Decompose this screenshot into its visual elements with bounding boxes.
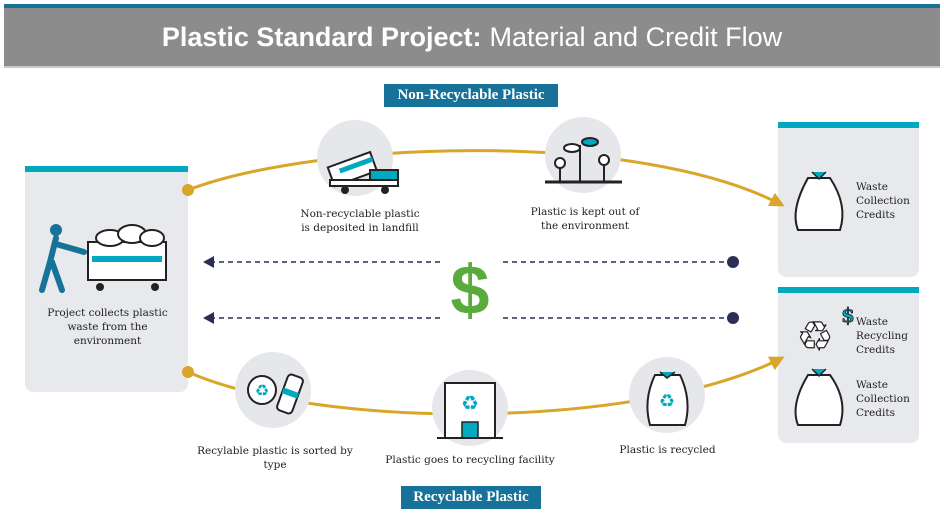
recycle-credits-icon: ♻ $	[796, 303, 855, 361]
waste-bag-icon-bottom	[794, 368, 844, 426]
credit-arrow-bottom	[203, 312, 739, 324]
recycled-bag-icon: ♻	[629, 357, 705, 433]
credit-recycling: Waste Recycling Credits	[856, 316, 909, 356]
recycling-facility-icon: ♻	[432, 370, 508, 446]
svg-text:♻: ♻	[255, 381, 269, 400]
person-cart-icon	[39, 224, 167, 293]
waste-bag-icon-top	[794, 171, 844, 231]
svg-text:♻: ♻	[461, 391, 479, 415]
credit-collection-bottom: Waste Collection Credits	[856, 379, 910, 419]
plants-icon	[545, 117, 622, 193]
source-text: Project collects plastic waste from the …	[47, 307, 168, 347]
top-flow-start-dot	[182, 184, 194, 196]
step-recycled: Plastic is recycled	[619, 444, 716, 456]
svg-text:$: $	[841, 303, 855, 327]
header-accent-line	[4, 4, 940, 8]
landfill-truck-icon	[317, 120, 399, 196]
top-flow-arrow	[187, 149, 785, 207]
non-recyclable-label: Non-Recyclable Plastic	[384, 84, 558, 107]
bottom-flow-start-dot	[182, 366, 194, 378]
bottle-sorting-icon: ♻	[235, 352, 311, 428]
dollar-icon: $	[450, 251, 490, 329]
step-kept-out: Plastic is kept out of the environment	[530, 206, 640, 232]
svg-text:♻: ♻	[659, 391, 675, 412]
page-title: Plastic Standard Project: Material and C…	[4, 8, 940, 68]
step-sorted: Recylable plastic is sorted by type	[197, 445, 353, 471]
step-landfill: Non-recyclable plastic is deposited in l…	[300, 208, 420, 234]
title-bold: Plastic Standard Project:	[161, 21, 482, 52]
step-facility: Plastic goes to recycling facility	[385, 454, 555, 466]
recyclable-label: Recyclable Plastic	[401, 486, 541, 509]
title-regular: Material and Credit Flow	[489, 21, 783, 52]
credit-arrow-top	[203, 256, 739, 268]
svg-text:♻: ♻	[797, 314, 833, 360]
credit-collection-top: Waste Collection Credits	[856, 181, 910, 221]
